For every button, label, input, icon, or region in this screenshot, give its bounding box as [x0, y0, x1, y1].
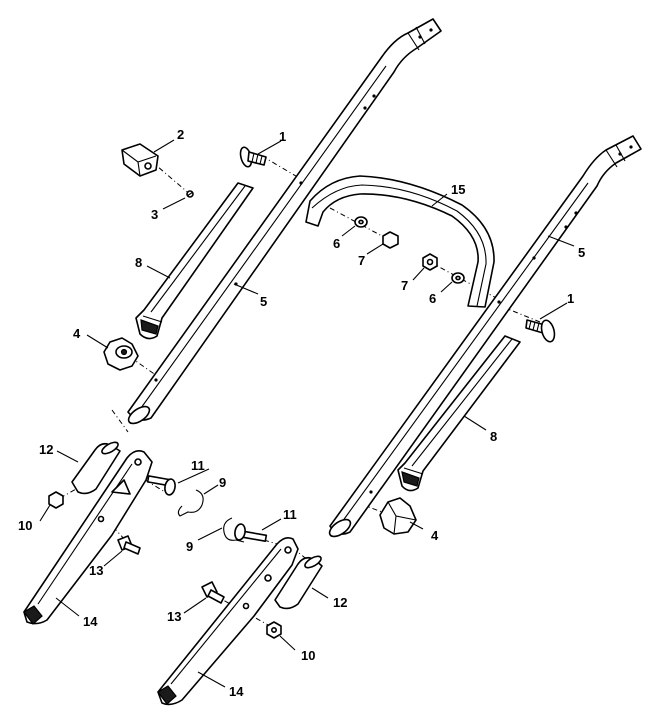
callout-9-lower: 9 — [186, 539, 193, 554]
nut-part-10-left — [48, 491, 64, 509]
side-frame-right — [157, 537, 299, 706]
callout-1-lower: 1 — [567, 291, 574, 306]
callout-5-left: 5 — [260, 294, 267, 309]
callout-8-left: 8 — [135, 255, 142, 270]
clamp-part-2 — [121, 143, 159, 177]
side-frame-left — [23, 450, 153, 625]
callout-5-right: 5 — [578, 245, 585, 260]
callout-6-lower: 6 — [429, 291, 436, 306]
callout-13-right: 13 — [167, 609, 181, 624]
callout-10-left: 10 — [18, 518, 32, 533]
callout-7-lower: 7 — [401, 278, 408, 293]
callout-8-right: 8 — [490, 429, 497, 444]
callout-14-left: 14 — [83, 614, 98, 629]
callout-7-upper: 7 — [358, 253, 365, 268]
callout-2: 2 — [177, 127, 184, 142]
nut-part-10-right — [266, 621, 282, 639]
washer-lower — [451, 272, 465, 284]
nut-upper — [382, 231, 399, 249]
carriage-bolt-upper — [239, 146, 267, 168]
sleeve-left — [71, 441, 121, 495]
callout-14-right: 14 — [229, 684, 244, 699]
callout-10-right: 10 — [301, 648, 315, 663]
clip-upper — [177, 489, 204, 517]
pin-lower — [234, 523, 268, 543]
callout-6-upper: 6 — [333, 236, 340, 251]
carriage-bolt-lower — [525, 319, 556, 343]
callout-4-right: 4 — [431, 528, 439, 543]
callout-1-upper: 1 — [279, 129, 286, 144]
bolt-part-13-left — [117, 535, 141, 555]
cable-guide-left — [135, 182, 254, 340]
callout-3: 3 — [151, 207, 158, 222]
callout-13-left: 13 — [89, 563, 103, 578]
callout-15: 15 — [451, 182, 465, 197]
callout-11-upper: 11 — [191, 458, 205, 473]
sleeve-right — [274, 555, 323, 610]
star-knob-left — [103, 337, 139, 371]
callout-9-upper: 9 — [219, 475, 226, 490]
pin-upper — [146, 475, 176, 496]
screw-part-3 — [186, 190, 194, 198]
handle-tube-right — [328, 135, 642, 538]
clip-lower — [223, 517, 245, 543]
leader-lines — [39, 139, 575, 688]
callout-4-left: 4 — [73, 326, 81, 341]
star-knob-right — [379, 497, 417, 535]
washer-upper — [354, 216, 368, 228]
nut-lower — [422, 253, 438, 271]
cable-guide-right — [397, 335, 521, 492]
bolt-part-13-right — [201, 581, 225, 604]
cross-bar — [305, 175, 495, 308]
callout-12-right: 12 — [333, 595, 347, 610]
callout-11-lower: 11 — [283, 507, 297, 522]
callout-12-left: 12 — [39, 442, 53, 457]
handle-tube-left — [127, 18, 442, 425]
callout-labels: 1 1 2 3 4 4 5 5 6 6 7 7 8 8 9 9 10 10 11… — [18, 127, 585, 699]
